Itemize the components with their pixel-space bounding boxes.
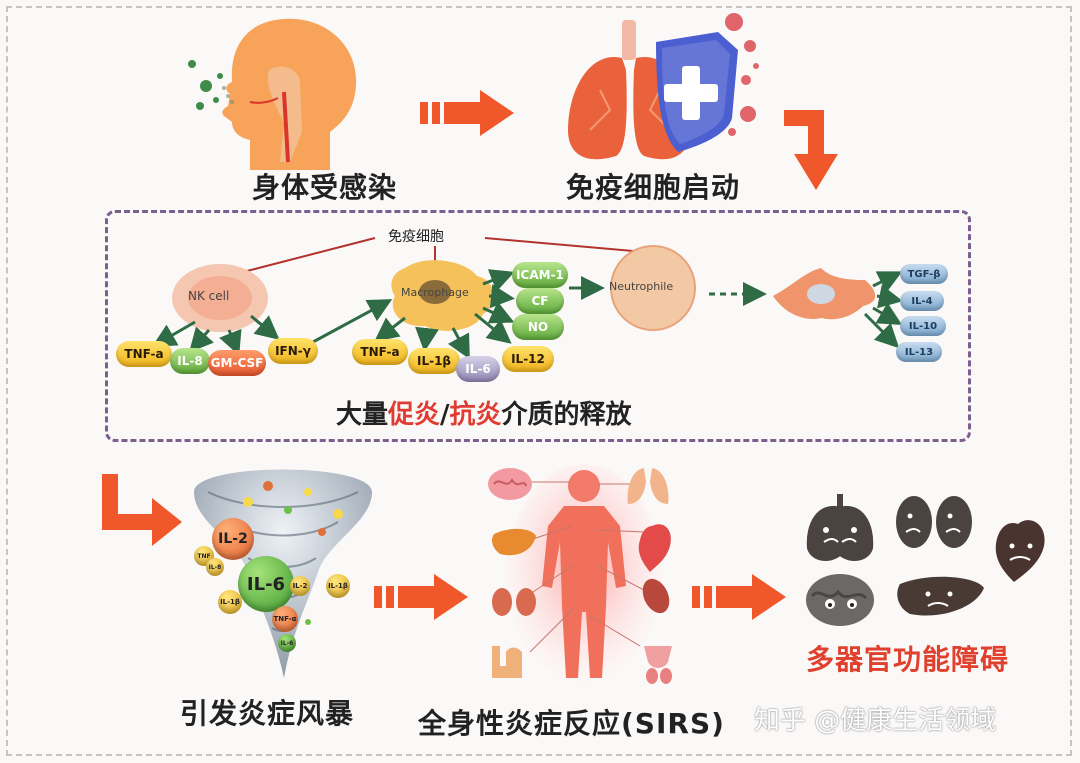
- factor-cf: CF: [516, 288, 564, 314]
- caption-suffix: 介质的释放: [501, 400, 632, 430]
- caption-anti-inflammatory: 抗炎: [449, 400, 502, 430]
- lungs-shield-illustration: [568, 13, 759, 160]
- sad-brain-icon: [806, 574, 874, 626]
- caption-slash: /: [440, 400, 450, 430]
- storm-tnf-a: TNF-α: [272, 606, 298, 632]
- organ-lungs-icon: [627, 468, 669, 504]
- cytokine-il-6: IL-6: [456, 356, 500, 382]
- arrow-bend-down-icon: [784, 110, 838, 190]
- cytokine-il-13: IL-13: [896, 342, 942, 362]
- cytokine-gm-csf: GM-CSF: [208, 350, 266, 376]
- organ-intestine-icon: [492, 646, 522, 678]
- sad-kidneys-icon: [896, 496, 972, 548]
- organ-spleen-icon: [642, 578, 670, 614]
- mediator-release-box: [105, 210, 971, 442]
- infected-head-illustration: [188, 18, 357, 171]
- macrophage-label: Macrophage: [401, 286, 469, 299]
- storm-il-2-large: IL-2: [212, 518, 254, 560]
- cytokine-il-12: IL-12: [502, 346, 554, 372]
- stage-sirs-label: 全身性炎症反应(SIRS): [418, 707, 725, 740]
- arrow-right-icon: [420, 90, 514, 136]
- nk-cell-label: NK cell: [188, 289, 230, 303]
- factor-icam-1: ICAM-1: [512, 262, 568, 288]
- cytokine-il-4: IL-4: [900, 291, 944, 311]
- cytokine-tnf-a-macro: TNF-a: [352, 339, 408, 365]
- systemic-inflammation-body: [488, 464, 672, 688]
- watermark-zhihu: 知乎 @健康生活领域: [754, 706, 997, 736]
- caption-pro-inflammatory: 促炎: [388, 400, 441, 430]
- storm-il-6-small: IL-6: [278, 634, 296, 652]
- sad-heart-icon: [995, 520, 1045, 582]
- organ-brain-icon: [488, 468, 532, 500]
- cytokine-tgf-b: TGF-β: [900, 264, 948, 284]
- stage-infection-label: 身体受感染: [252, 171, 398, 204]
- sad-liver-icon: [897, 576, 984, 616]
- arrow-right-icon: [692, 574, 786, 620]
- factor-no: NO: [512, 314, 564, 340]
- stage-mods-label: 多器官功能障碍: [806, 643, 1010, 676]
- sad-lungs-icon: [806, 494, 874, 561]
- caption-prefix: 大量: [336, 400, 389, 430]
- organ-liver-icon: [492, 528, 536, 556]
- storm-il-1b-left: IL-1β: [218, 590, 242, 614]
- outer-dashed-frame: [6, 6, 1072, 756]
- organ-reproductive-icon: [644, 646, 672, 684]
- stage-immune-start-label: 免疫细胞启动: [566, 171, 741, 204]
- stage-storm-label: 引发炎症风暴: [180, 697, 355, 730]
- cytokine-il-8: IL-8: [170, 348, 210, 374]
- storm-il-8: IL-8: [206, 558, 224, 576]
- arrow-bend-right-icon: [102, 474, 182, 546]
- storm-il-1b-right: IL-1β: [326, 574, 350, 598]
- cytokine-tnf-a-nk: TNF-a: [116, 341, 172, 367]
- neutrophile-label: Neutrophile: [609, 280, 674, 293]
- organ-heart-icon: [638, 524, 671, 572]
- organ-kidneys-icon: [492, 588, 536, 616]
- virus-particles: [188, 60, 223, 110]
- immune-cells-header: 免疫细胞: [384, 226, 448, 246]
- storm-il-2-small: IL-2: [290, 576, 310, 596]
- cytokine-ifn-gamma: IFN-γ: [268, 338, 318, 364]
- cell-interaction-diagram: [151, 237, 903, 360]
- arrow-right-icon: [374, 574, 468, 620]
- cytokine-il-1b: IL-1β: [408, 348, 460, 374]
- storm-il-6-large: IL-6: [238, 556, 294, 612]
- damaged-organs-illustration: [806, 494, 1045, 626]
- mediator-release-caption: 大量促炎/抗炎介质的释放: [336, 394, 632, 431]
- cytokine-il-10: IL-10: [900, 316, 946, 336]
